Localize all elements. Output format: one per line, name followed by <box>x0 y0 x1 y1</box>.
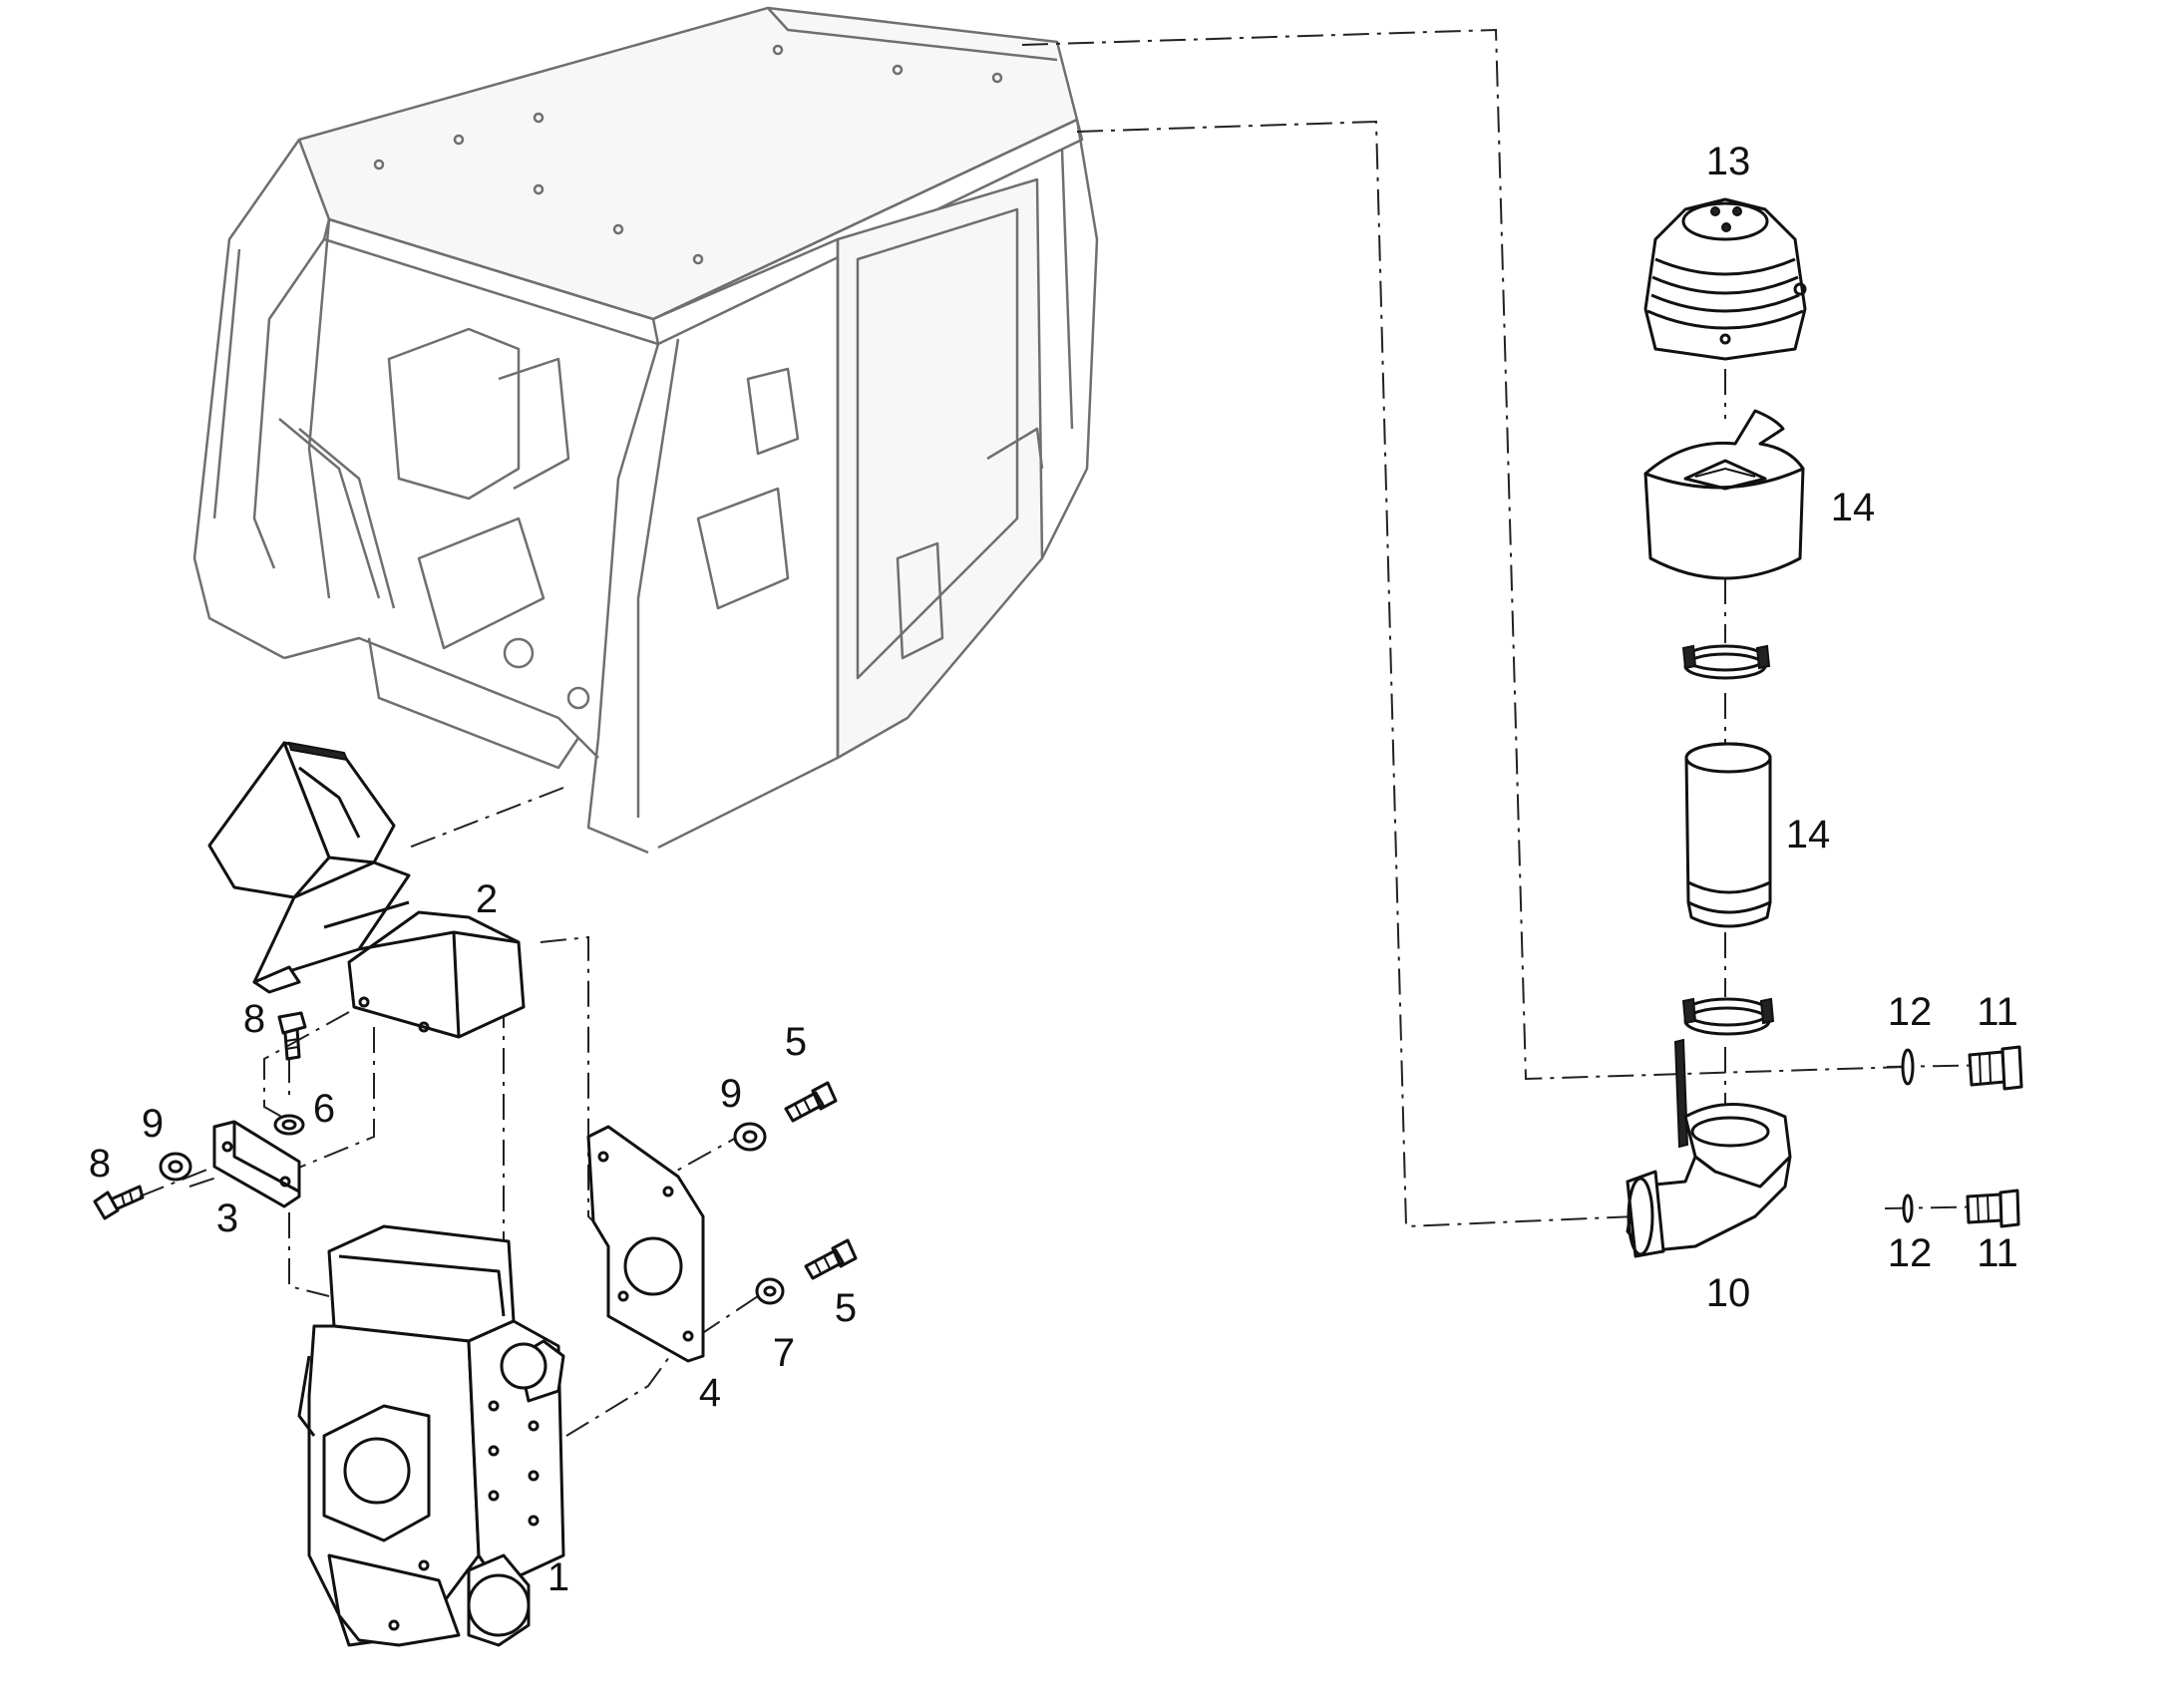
callout-4: 4 <box>699 1371 721 1415</box>
hose-clamp-lower <box>1681 997 1775 1036</box>
callout-12-upper: 12 <box>1888 990 1933 1034</box>
o-ring-12-lower <box>1902 1194 1914 1223</box>
bracket <box>212 1120 301 1208</box>
callout-9-left: 9 <box>142 1102 164 1146</box>
callout-13: 13 <box>1706 140 1751 183</box>
callout-3: 3 <box>216 1196 238 1240</box>
callout-5-upper: 5 <box>785 1020 807 1064</box>
callout-5-lower: 5 <box>835 1286 857 1330</box>
callout-14-upper: 14 <box>1831 486 1876 529</box>
washer-7 <box>755 1277 785 1305</box>
filter-element <box>1684 742 1772 928</box>
callout-2: 2 <box>476 877 498 921</box>
inlet-elbow <box>1626 1038 1792 1258</box>
fitting-11-upper <box>1968 1045 2023 1091</box>
precleaner-bowl <box>1643 409 1805 580</box>
callout-1: 1 <box>547 1555 569 1599</box>
air-duct <box>207 741 526 1039</box>
bolt-5-lower <box>804 1238 858 1280</box>
precleaner-cap <box>1643 197 1807 361</box>
callout-8-left: 8 <box>89 1142 111 1186</box>
callout-14-lower: 14 <box>1786 813 1831 856</box>
callout-labels: 1 2 3 4 5 5 6 7 8 8 9 9 10 11 11 12 12 1… <box>89 140 2018 1599</box>
heater-unit <box>297 1224 565 1647</box>
operator-cab <box>192 6 1099 854</box>
callout-11-lower: 11 <box>1977 1231 2018 1275</box>
mounting-plate <box>586 1125 705 1363</box>
callout-9-right: 9 <box>720 1072 742 1116</box>
callout-8-upper: 8 <box>243 997 265 1041</box>
o-ring-12-upper <box>1901 1048 1915 1086</box>
hose-clamp-upper <box>1681 644 1771 680</box>
callout-10: 10 <box>1706 1271 1751 1315</box>
callout-6: 6 <box>313 1087 335 1131</box>
bolt-8-left <box>93 1185 145 1220</box>
bolt-5-upper <box>784 1081 838 1123</box>
fitting-11-lower <box>1966 1189 2020 1228</box>
callout-12-lower: 12 <box>1888 1231 1933 1275</box>
washer-9-right <box>733 1122 767 1152</box>
nut-6 <box>273 1114 305 1136</box>
callout-11-upper: 11 <box>1977 990 2018 1034</box>
washer-9-left <box>159 1152 192 1182</box>
callout-7: 7 <box>773 1331 795 1375</box>
bolt-8-upper <box>277 1011 307 1061</box>
